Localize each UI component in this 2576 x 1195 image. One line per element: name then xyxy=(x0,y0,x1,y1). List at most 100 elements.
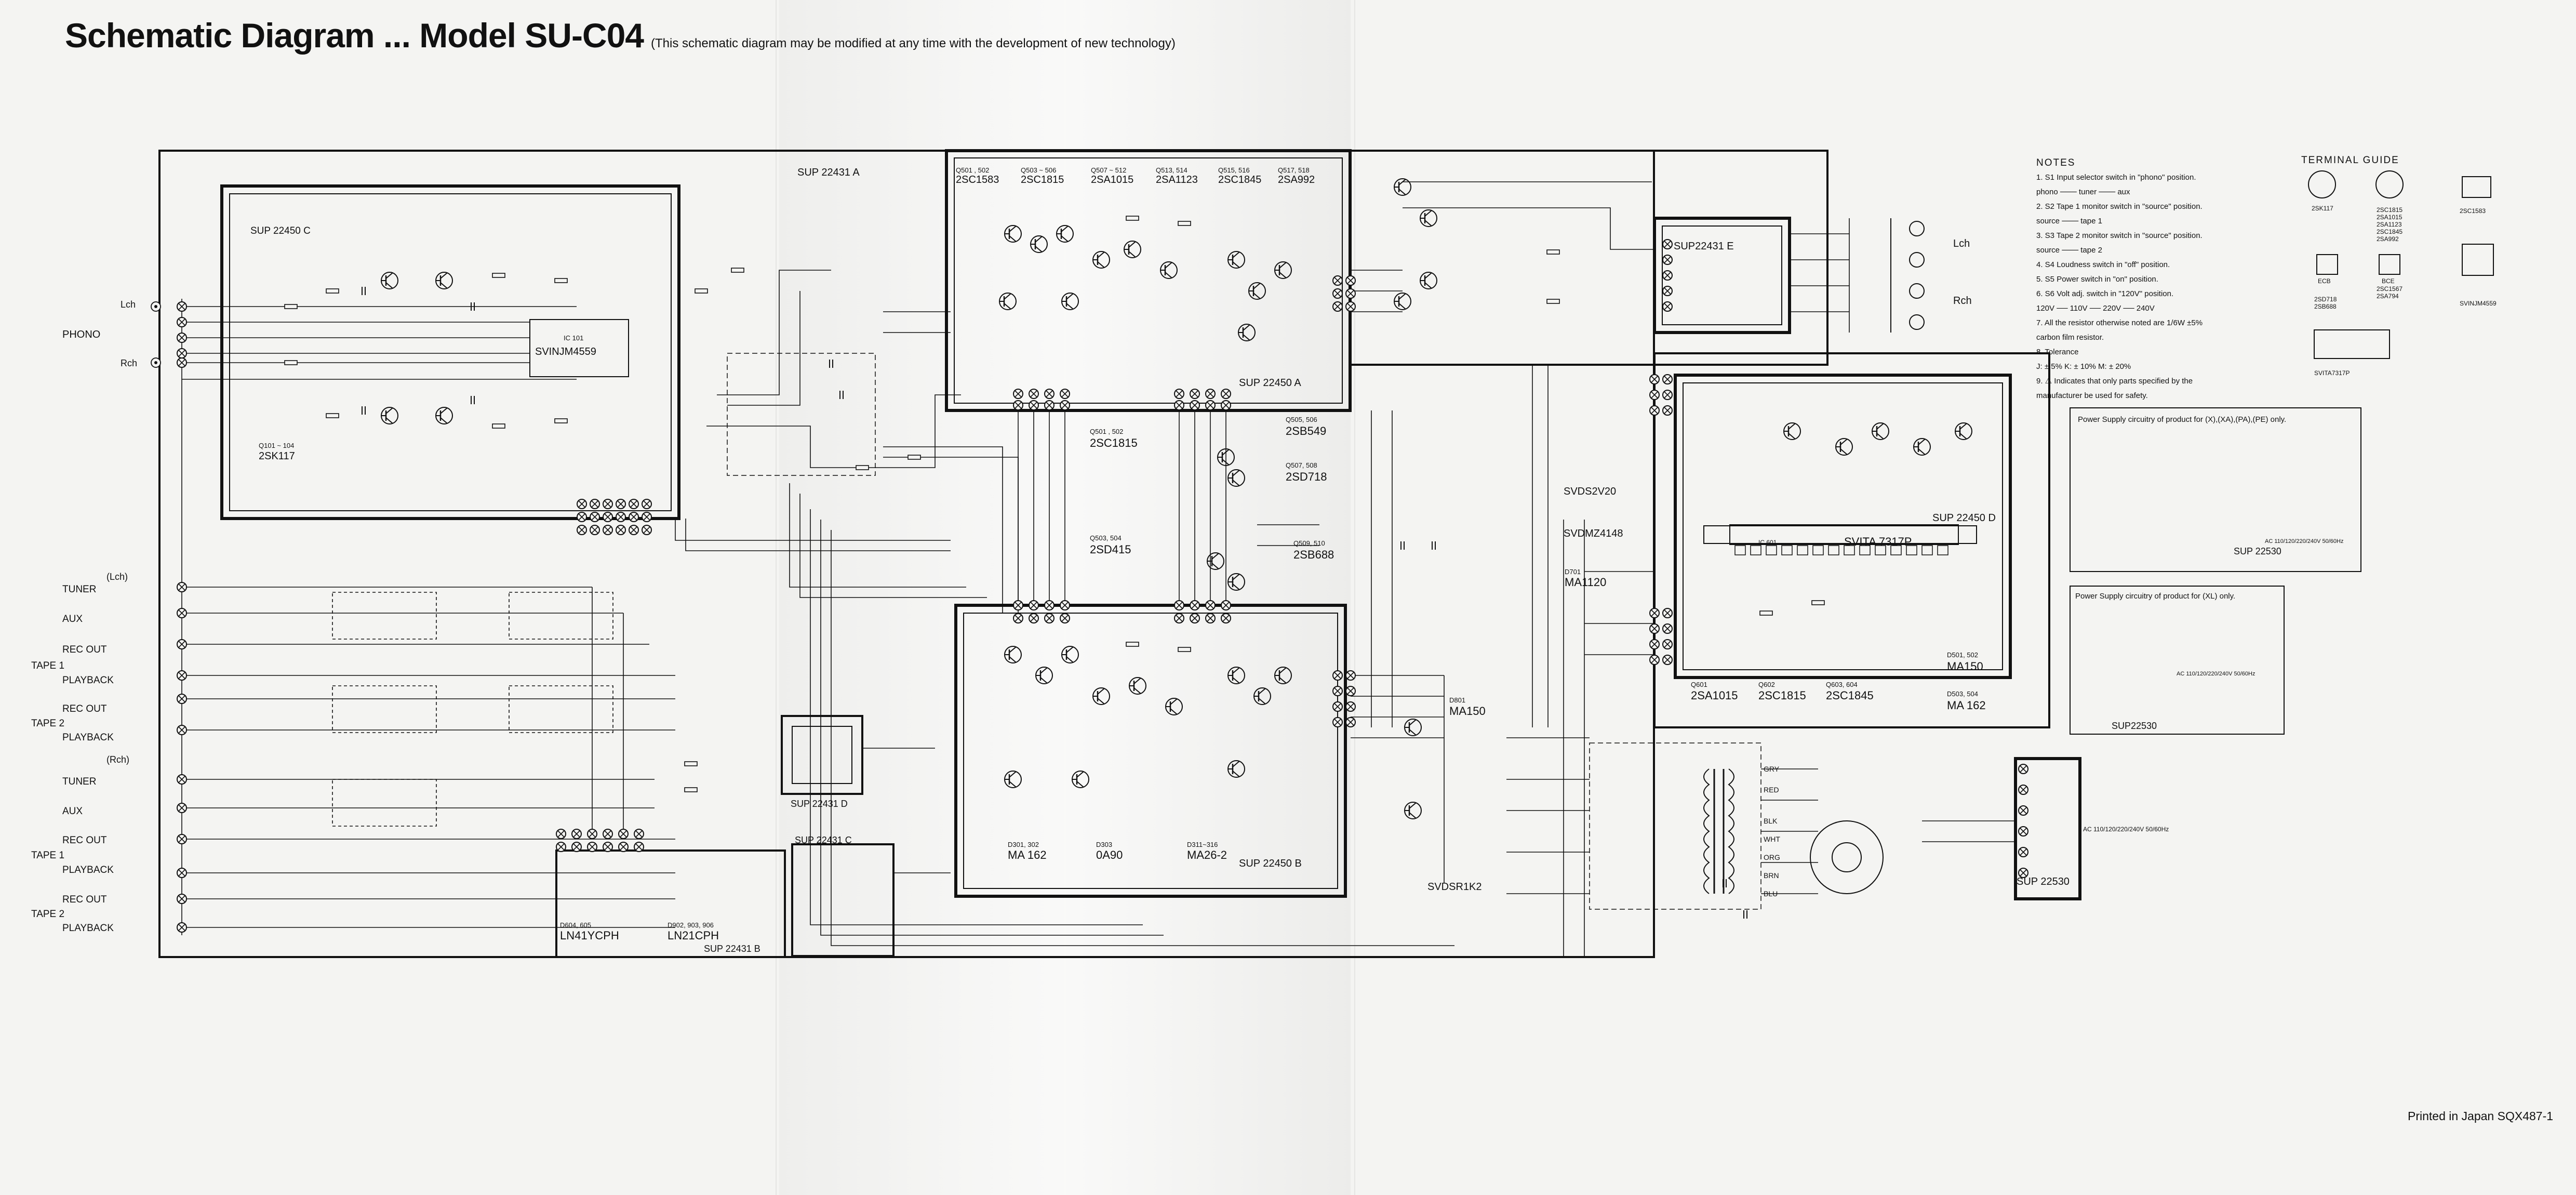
tg-part-19: MA26-2 xyxy=(1187,848,1227,861)
tg-part-6: 2SK117 xyxy=(259,450,295,462)
ic-protect-block xyxy=(1729,524,1959,545)
tg-refs-4: Q515, 516 xyxy=(1218,166,1250,174)
tg-part-20: MA1120 xyxy=(1565,576,1606,589)
ic-protect-pins xyxy=(1734,545,1948,555)
board-frames xyxy=(158,149,2361,958)
tg-label-7: SVINJM4559 xyxy=(2460,300,2497,307)
tg-label-9: 2SB688 xyxy=(2314,303,2337,310)
tg-label-8: 2SD718 xyxy=(2314,296,2337,303)
label-tape1-r: TAPE 1 xyxy=(31,850,64,861)
power-supply-notes: Power Supply circuitry of product for (X… xyxy=(2075,415,2343,833)
label-aux-r: AUX xyxy=(62,806,83,817)
ic-ref-phono: IC 101 xyxy=(564,334,583,342)
tap-6: BLU xyxy=(1764,889,1778,898)
board-label-sub-b: SUP 22431 B xyxy=(704,944,760,954)
tg-label-12: SVITA7317P xyxy=(2314,369,2350,377)
power-note-xl: Power Supply circuitry of product for (X… xyxy=(2075,592,2235,601)
note-line: 8. Tolerance xyxy=(2036,348,2079,356)
tg-part-21: MA150 xyxy=(1449,705,1486,718)
label-phono-rch: Rch xyxy=(121,358,137,368)
tg-part-2: 2SA1015 xyxy=(1091,174,1133,185)
tg-label-13: ECB xyxy=(2318,277,2331,285)
ic-label-regulator-a: SVDS2V20 xyxy=(1564,486,1616,497)
board-label-sub-c: SUP 22431 C xyxy=(795,835,852,845)
tg-part-8: 2SB549 xyxy=(1286,424,1326,437)
ic-label-protect: SVITA 7317P xyxy=(1844,535,1912,548)
page-fold-line-right xyxy=(1354,0,1355,1195)
note-line: 7. All the resistor otherwise noted are … xyxy=(2036,318,2203,327)
note-line: J: ± 5% K: ± 10% M: ± 20% xyxy=(2036,362,2131,371)
label-playback-1l: PLAYBACK xyxy=(62,675,114,686)
ic-ref-protect: IC 601 xyxy=(1758,539,1777,546)
label-rec-out-2r: REC OUT xyxy=(62,894,107,905)
notes-block: NOTES 1. S1 Input selector switch in "ph… xyxy=(2036,156,2306,403)
tg-part-11: 2SB688 xyxy=(1293,548,1334,561)
tg-part-3: 2SA1123 xyxy=(1156,174,1198,185)
tg-refs-15: D501, 502 xyxy=(1947,651,1978,659)
note-line: source ─── tape 2 xyxy=(2036,246,2102,255)
note-line: 6. S6 Volt adj. switch in "120V" positio… xyxy=(2036,289,2174,298)
label-tuner-l: TUNER xyxy=(62,584,96,595)
tg-part-1: 2SC1815 xyxy=(1021,174,1064,185)
ic-label-phono: SVINJM4559 xyxy=(535,346,596,357)
tg-part-16: MA 162 xyxy=(1947,699,1986,712)
footer-code: SQX487-1 xyxy=(2497,1109,2554,1123)
label-tape2-l: TAPE 2 xyxy=(31,718,64,729)
tap-5: BRN xyxy=(1764,871,1779,880)
board-label-tone-lower: SUP 22450 B xyxy=(1239,858,1302,869)
tg-part-18: 0A90 xyxy=(1096,848,1123,861)
note-line: phono ─── tuner ─── aux xyxy=(2036,188,2130,196)
label-tape2-r: TAPE 2 xyxy=(31,909,64,920)
ic-label-rectifier: SVDSR1K2 xyxy=(1427,881,1482,893)
ic-phono-block xyxy=(529,319,629,377)
note-line: 4. S4 Loudness switch in "off" position. xyxy=(2036,260,2170,269)
ac-label-xl: AC 110/120/220/240V 50/60Hz xyxy=(2177,671,2255,677)
tap-2: BLK xyxy=(1764,817,1778,825)
transformer-tap-labels: GRY RED BLK WHT ORG BRN BLU xyxy=(1764,765,1780,898)
tg-part-4: 2SC1845 xyxy=(1218,174,1261,185)
terminal-guide-labels: 2SK117 2SC1815 2SA1015 2SA1123 2SC1845 2… xyxy=(2312,205,2497,377)
note-line: 3. S3 Tape 2 monitor switch in "source" … xyxy=(2036,231,2203,240)
tap-4: ORG xyxy=(1764,853,1780,861)
tg-part-15: MA150 xyxy=(1947,660,1983,673)
tg-refs-10: Q503, 504 xyxy=(1090,534,1122,542)
tg-part-12: 2SA1015 xyxy=(1691,689,1738,702)
title-subtitle: (This schematic diagram may be modified … xyxy=(651,36,1176,50)
note-line: carbon film resistor. xyxy=(2036,333,2104,342)
tg-part-14: 2SC1845 xyxy=(1826,689,1874,702)
label-playback-2r: PLAYBACK xyxy=(62,923,114,934)
tg-refs-2: Q507 ~ 512 xyxy=(1091,166,1126,174)
tg-part-13: 2SC1815 xyxy=(1758,689,1806,702)
label-rec-out-2l: REC OUT xyxy=(62,703,107,714)
label-aux-l: AUX xyxy=(62,614,83,625)
tg-refs-5: Q517, 518 xyxy=(1278,166,1310,174)
tg-refs-0: Q501 , 502 xyxy=(956,166,989,174)
board-label-sub-d: SUP 22431 D xyxy=(791,799,848,809)
tg-refs-16: D503, 504 xyxy=(1947,690,1978,698)
label-phono: PHONO xyxy=(62,329,100,340)
connector-nodes xyxy=(177,239,2028,933)
tg-refs-6: Q101 ~ 104 xyxy=(259,442,294,449)
tg-refs-19: D311~316 xyxy=(1187,841,1218,848)
label-rec-out-1l: REC OUT xyxy=(62,644,107,655)
label-rec-out-1r: REC OUT xyxy=(62,835,107,846)
footer: Printed in Japan SQX487-1 xyxy=(2408,1109,2553,1123)
board-label-power-xl: SUP22530 xyxy=(2112,721,2157,731)
note-line: manufacturer be used for safety. xyxy=(2036,391,2148,400)
notes-heading: NOTES xyxy=(2036,157,2076,168)
label-phono-lch: Lch xyxy=(121,299,136,310)
page-fold-line-left xyxy=(776,0,777,1195)
tg-refs-8: Q505, 506 xyxy=(1286,416,1317,423)
tg-refs-11: Q509, 510 xyxy=(1293,539,1325,547)
tg-label-5: 2SA992 xyxy=(2377,235,2399,243)
tg-refs-13: Q602 xyxy=(1758,681,1775,688)
tg-refs-7: Q501 , 502 xyxy=(1090,428,1123,435)
wiring xyxy=(181,181,2016,956)
tg-refs-18: D303 xyxy=(1096,841,1112,848)
label-rch-group: (Rch) xyxy=(106,754,129,765)
tg-refs-21: D801 xyxy=(1449,696,1465,704)
tg-part-9: 2SD718 xyxy=(1286,470,1327,483)
label-output-rch: Rch xyxy=(1953,295,1972,307)
tg-label-6: 2SC1583 xyxy=(2460,207,2486,215)
